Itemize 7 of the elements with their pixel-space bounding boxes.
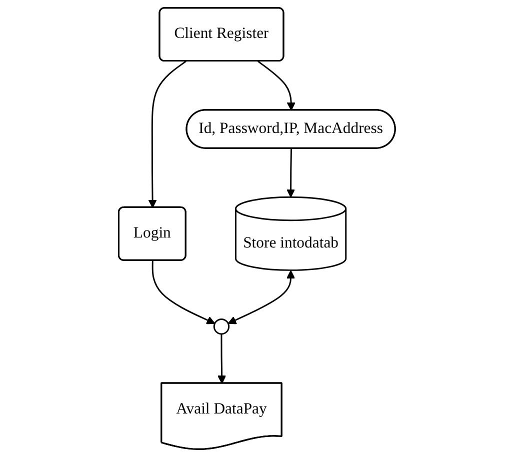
arrow [258,60,296,111]
arrow [218,334,226,384]
arrow [286,148,296,198]
arrow [148,60,186,208]
node-circle [213,318,230,335]
arrow [228,270,296,324]
arrow [152,260,216,324]
